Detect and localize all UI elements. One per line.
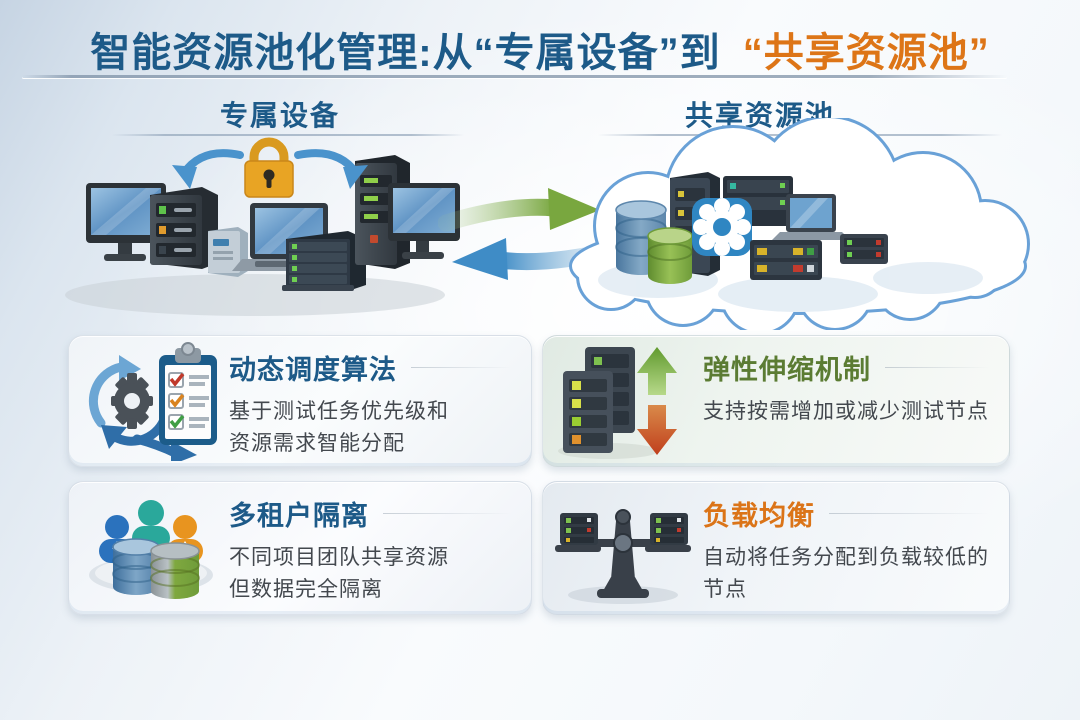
rack-server-icon <box>750 240 822 280</box>
rack-server-icon <box>650 513 688 545</box>
down-arrow-icon <box>637 405 677 455</box>
card-body-line: 自动将任务分配到负载较低的节点 <box>703 546 989 601</box>
lock-icon <box>244 137 294 198</box>
rack-server-icon <box>560 513 598 545</box>
rack-server-icon <box>282 231 366 291</box>
card-elastic-scaling: 弹性伸缩机制 支持按需增加或减少测试节点 <box>542 335 1010 467</box>
card-title: 负载均衡 <box>703 501 815 531</box>
balance-scale-icon <box>555 509 691 604</box>
database-cylinder-icon <box>647 227 693 284</box>
card-load-balancing: 负载均衡 自动将任务分配到负载较低的节点 <box>542 481 1010 615</box>
card-body-line: 支持按需增加或减少测试节点 <box>703 400 989 423</box>
floor-shadow <box>65 274 445 316</box>
card-body-line: 资源需求智能分配 <box>229 431 405 455</box>
card-body-line: 但数据完全隔离 <box>229 577 383 601</box>
page-title: 智能资源池化管理:从“专属设备”到 “共享资源池” <box>0 20 1080 78</box>
card-title: 动态调度算法 <box>229 355 397 385</box>
card-body-line: 不同项目团队共享资源 <box>229 546 449 569</box>
gear-clipboard-icon <box>88 342 217 461</box>
clipboard-icon <box>159 342 217 445</box>
monitor-icon <box>86 183 166 261</box>
card-body-line: 基于测试任务优先级和 <box>229 400 449 423</box>
green-right-arrow-icon <box>548 188 600 230</box>
up-arrow-icon <box>637 347 677 395</box>
rack-server-icon <box>840 234 888 264</box>
laptop-icon <box>772 194 850 240</box>
title-divider <box>22 75 1007 78</box>
blue-left-arrow-icon <box>452 238 508 280</box>
section-label-dedicated-devices: 专属设备 <box>219 100 340 131</box>
page-title-highlight: “共享资源池” <box>742 31 990 75</box>
green-arrow-shaft <box>438 198 563 232</box>
arrowhead <box>172 165 197 189</box>
card-title: 弹性伸缩机制 <box>703 355 871 385</box>
gear-icon <box>111 373 153 429</box>
cycle-arrows <box>88 362 126 428</box>
storage-box-icon <box>208 227 248 277</box>
dedicated-label-underline <box>112 134 464 136</box>
database-cylinder-icon <box>150 542 200 599</box>
tenants-databases-icon <box>89 500 213 599</box>
card-title: 多租户隔离 <box>229 501 369 531</box>
page-title-main: 智能资源池化管理:从“专属设备”到 <box>90 31 721 75</box>
gear-icon <box>692 198 752 256</box>
arrowhead <box>343 165 368 189</box>
card-dynamic-scheduling: 动态调度算法 基于测试任务优先级和 资源需求智能分配 <box>68 335 532 467</box>
dedicated-devices-illustration <box>65 137 460 316</box>
servers-up-down-arrows-icon <box>558 347 677 459</box>
server-tower-icon <box>150 187 218 269</box>
shared-pool-cloud-illustration <box>569 118 1030 330</box>
card-multi-tenant-isolation: 多租户隔离 不同项目团队共享资源 但数据完全隔离 <box>68 481 532 615</box>
server-tower-icon <box>563 371 613 453</box>
